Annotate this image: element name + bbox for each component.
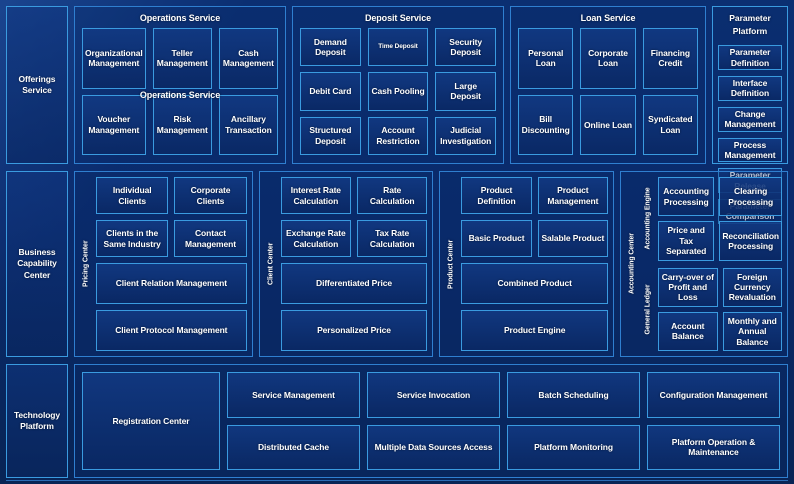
group-technology-platform[interactable]: Registration Center Service Management D… xyxy=(74,364,788,478)
leaf-time-deposit[interactable]: Time Deposit xyxy=(367,28,429,67)
leaf-client-protocol-management[interactable]: Client Protocol Management xyxy=(96,310,247,351)
leaf-salable-product[interactable]: Salable Product xyxy=(537,220,609,257)
rail-technology-platform: Technology Platform xyxy=(6,364,68,478)
subgroup-general-ledger-label: General Ledger xyxy=(644,284,652,335)
leaf-reconciliation-processing[interactable]: Reconciliation Processing xyxy=(719,221,783,261)
leaf-combined-product[interactable]: Combined Product xyxy=(461,263,609,304)
leaf-batch-scheduling[interactable]: Batch Scheduling xyxy=(507,372,640,418)
leaf-differentiated-price[interactable]: Differentiated Price xyxy=(280,263,428,304)
technology-column-1: Service Management Distributed Cache xyxy=(227,372,360,470)
group-pricing-center-label: Pricing Center xyxy=(82,240,90,288)
leaf-service-invocation[interactable]: Service Invocation xyxy=(367,372,500,418)
leaf-contact-management[interactable]: Contact Management xyxy=(174,220,247,257)
leaf-service-management[interactable]: Service Management xyxy=(227,372,360,418)
leaf-parameter-definition[interactable]: Parameter Definition xyxy=(718,45,782,71)
leaf-monthly-and-annual-balance[interactable]: Monthly and Annual Balance xyxy=(722,311,783,351)
leaf-tax-rate-calculation[interactable]: Tax Rate Calculation xyxy=(357,220,428,257)
leaf-bill-discounting[interactable]: Bill Discounting xyxy=(518,94,574,155)
column-parameter-platform[interactable]: Parameter Platform Parameter Definition … xyxy=(712,6,788,224)
leaf-clearing-processing[interactable]: Clearing Processing xyxy=(719,177,783,217)
offerings-service-row: Offerings Service Operations Service Org… xyxy=(6,6,788,224)
leaf-multiple-data-sources-access[interactable]: Multiple Data Sources Access xyxy=(367,424,500,470)
leaf-platform-monitoring[interactable]: Platform Monitoring xyxy=(507,424,640,470)
technology-column-4: Configuration Management Platform Operat… xyxy=(647,372,780,470)
group-operations-service[interactable]: Operations Service Organizational Manage… xyxy=(74,6,286,164)
group-client-center-label: Client Center xyxy=(267,242,275,286)
leaf-security-deposit[interactable]: Security Deposit xyxy=(435,28,496,67)
group-operations-service-title: Operations Service xyxy=(139,13,221,23)
leaf-interface-definition[interactable]: Interface Definition xyxy=(718,76,782,101)
rail-business-capability-center-label: Business Capability Center xyxy=(17,247,57,280)
subgroup-general-ledger[interactable]: General Ledger Carry-over of Profit and … xyxy=(642,267,783,351)
leaf-platform-operation-and-maintenance[interactable]: Platform Operation & Maintenance xyxy=(647,424,780,470)
leaf-clients-in-the-same-industry[interactable]: Clients in the Same Industry xyxy=(96,220,169,257)
rail-business-capability-center: Business Capability Center xyxy=(6,171,68,357)
leaf-personal-loan[interactable]: Personal Loan xyxy=(518,28,574,89)
leaf-demand-deposit[interactable]: Demand Deposit xyxy=(300,28,361,67)
leaf-judicial-investigation[interactable]: Judicial Investigation xyxy=(435,116,496,155)
group-accounting-center-label: Accounting Center xyxy=(628,233,636,295)
leaf-account-balance[interactable]: Account Balance xyxy=(658,311,718,351)
group-product-center-label: Product Center xyxy=(447,239,455,289)
leaf-rate-calculation[interactable]: Rate Calculation xyxy=(357,177,428,214)
leaf-process-management[interactable]: Process Management xyxy=(718,137,782,163)
leaf-structured-deposit[interactable]: Structured Deposit xyxy=(300,116,361,155)
leaf-accounting-processing[interactable]: Accounting Processing xyxy=(658,177,715,217)
technology-platform-row: Technology Platform Registration Center … xyxy=(6,364,788,478)
technology-column-2: Service Invocation Multiple Data Sources… xyxy=(367,372,500,470)
leaf-change-management[interactable]: Change Management xyxy=(718,106,782,132)
leaf-price-and-tax-separated[interactable]: Price and Tax Separated xyxy=(658,221,715,261)
rail-technology-platform-label: Technology Platform xyxy=(13,409,61,431)
column-parameter-platform-title: Parameter Platform xyxy=(729,13,771,37)
leaf-product-engine[interactable]: Product Engine xyxy=(461,310,609,351)
business-capability-center-row: Business Capability Center Pricing Cente… xyxy=(6,171,789,357)
leaf-cash-management[interactable]: Cash Management xyxy=(218,28,278,89)
leaf-corporate-clients[interactable]: Corporate Clients xyxy=(174,177,247,214)
leaf-distributed-cache[interactable]: Distributed Cache xyxy=(227,424,360,470)
group-loan-service-title: Loan Service xyxy=(580,13,636,23)
leaf-product-management[interactable]: Product Management xyxy=(537,177,609,214)
group-client-center[interactable]: Client Center Interest Rate Calculation … xyxy=(258,171,434,357)
leaf-foreign-currency-revaluation[interactable]: Foreign Currency Revaluation xyxy=(722,267,783,307)
leaf-risk-management[interactable]: Risk Management xyxy=(152,94,212,155)
leaf-interest-rate-calculation[interactable]: Interest Rate Calculation xyxy=(280,177,351,214)
leaf-corporate-loan[interactable]: Corporate Loan xyxy=(580,28,636,89)
leaf-debit-card[interactable]: Debit Card xyxy=(300,72,361,111)
group-deposit-service-title: Deposit Service xyxy=(364,13,432,23)
leaf-financing-credit[interactable]: Financing Credit xyxy=(642,28,698,89)
group-accounting-center[interactable]: Accounting Center Accounting Engine Acco… xyxy=(620,171,789,357)
leaf-product-definition[interactable]: Product Definition xyxy=(461,177,532,214)
leaf-syndicated-loan[interactable]: Syndicated Loan xyxy=(642,94,698,155)
leaf-exchange-rate-calculation[interactable]: Exchange Rate Calculation xyxy=(280,220,351,257)
leaf-registration-center[interactable]: Registration Center xyxy=(82,372,220,470)
subgroup-accounting-engine[interactable]: Accounting Engine Accounting Processing … xyxy=(642,177,783,261)
leaf-basic-product[interactable]: Basic Product xyxy=(461,220,532,257)
leaf-ancillary-transaction[interactable]: Ancillary Transaction xyxy=(218,94,278,155)
leaf-cash-pooling[interactable]: Cash Pooling xyxy=(367,72,429,111)
subgroup-accounting-engine-label: Accounting Engine xyxy=(644,187,652,250)
rail-offerings-service-label: Offerings Service xyxy=(18,73,56,95)
leaf-individual-clients[interactable]: Individual Clients xyxy=(96,177,169,214)
leaf-carry-over-of-profit-and-loss[interactable]: Carry-over of Profit and Loss xyxy=(658,267,718,307)
group-product-center[interactable]: Product Center Product Definition Produc… xyxy=(439,171,615,357)
leaf-organizational-management[interactable]: Organizational Management xyxy=(82,28,146,89)
leaf-personalized-price[interactable]: Personalized Price xyxy=(280,310,428,351)
technology-column-3: Batch Scheduling Platform Monitoring xyxy=(507,372,640,470)
leaf-client-relation-management[interactable]: Client Relation Management xyxy=(96,263,247,304)
leaf-account-restriction[interactable]: Account Restriction xyxy=(367,116,429,155)
leaf-online-loan[interactable]: Online Loan xyxy=(580,94,636,155)
bottom-divider xyxy=(6,480,788,481)
leaf-voucher-management[interactable]: Voucher Management xyxy=(82,94,146,155)
group-loan-service[interactable]: Loan Service Personal Loan Corporate Loa… xyxy=(510,6,706,164)
rail-offerings-service: Offerings Service xyxy=(6,6,68,164)
leaf-teller-management[interactable]: Teller Management xyxy=(152,28,212,89)
leaf-large-deposit[interactable]: Large Deposit xyxy=(435,72,496,111)
group-deposit-service[interactable]: Deposit Service Demand Deposit Time Depo… xyxy=(292,6,504,164)
leaf-configuration-management[interactable]: Configuration Management xyxy=(647,372,780,418)
group-pricing-center[interactable]: Pricing Center Individual Clients Corpor… xyxy=(74,171,253,357)
